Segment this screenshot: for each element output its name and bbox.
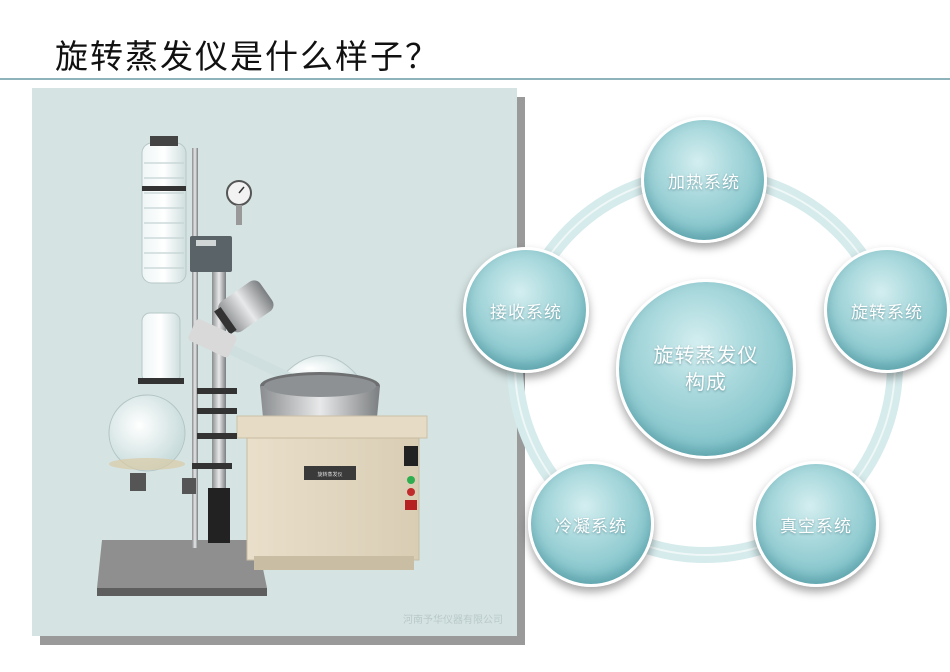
node-rotation-system: 旋转系统: [824, 247, 950, 373]
center-node: 旋转蒸发仪 构成: [616, 279, 796, 459]
title-divider: [0, 78, 950, 80]
composition-diagram: 旋转蒸发仪 构成 加热系统 旋转系统 真空系统 冷凝系统 接收系统: [455, 105, 950, 605]
slide-title: 旋转蒸发仪是什么样子？: [55, 37, 440, 76]
photo-watermark: 河南予华仪器有限公司: [403, 615, 503, 626]
center-node-line2: 构成: [685, 370, 727, 394]
center-node-line1: 旋转蒸发仪: [653, 343, 759, 367]
rotary-evaporator-photo: 旋转蒸发仪 河南予华仪器有限公司: [32, 88, 517, 636]
caption-plate-text: 旋转蒸发仪: [317, 471, 342, 478]
node-receiving-system: 接收系统: [463, 247, 589, 373]
rotary-evaporator-illustration: 旋转蒸发仪: [97, 136, 428, 596]
node-heating-system: 加热系统: [641, 117, 767, 243]
node-vacuum-system: 真空系统: [753, 461, 879, 587]
node-condensing-system: 冷凝系统: [528, 461, 654, 587]
